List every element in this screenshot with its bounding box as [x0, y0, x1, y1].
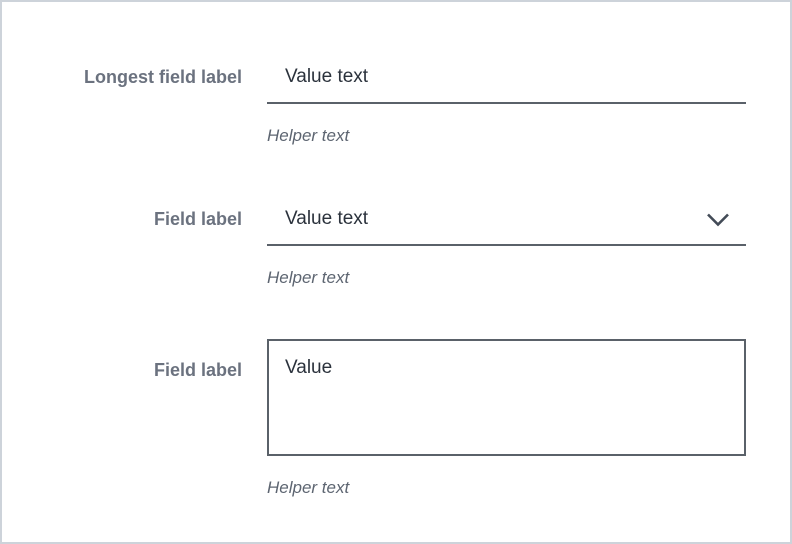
select-field-group: Field label Value text Helper text [2, 206, 790, 290]
text-input[interactable] [267, 64, 746, 104]
helper-text: Helper text [267, 126, 350, 145]
text-field-label: Longest field label [83, 67, 242, 87]
helper-text: Helper text [267, 268, 350, 287]
text-field-group: Longest field label Helper text [2, 64, 790, 148]
field-examples-form: Longest field label Helper text Field la… [2, 2, 790, 500]
select-field-label: Field label [153, 209, 242, 229]
select-value: Value text [285, 208, 369, 229]
textarea-input[interactable]: Value [267, 339, 746, 456]
helper-text: Helper text [267, 478, 350, 497]
select-input[interactable]: Value text [267, 206, 746, 246]
textarea-field-group: Field label Value Helper text [2, 339, 790, 500]
textarea-field-label: Field label [153, 360, 242, 380]
chevron-down-icon [706, 212, 730, 228]
